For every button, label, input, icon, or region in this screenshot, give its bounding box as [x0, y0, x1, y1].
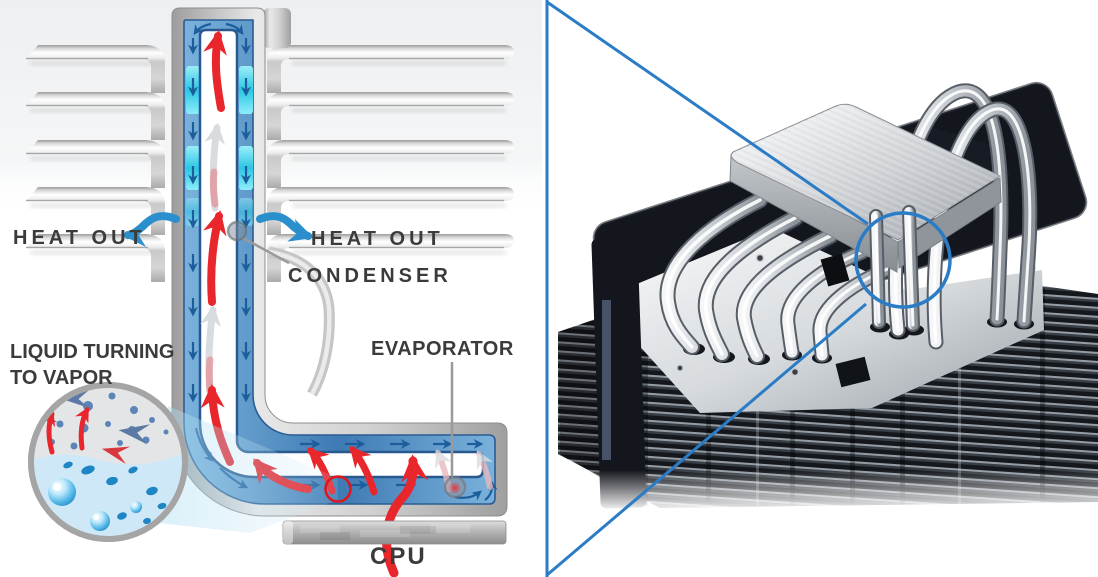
fin-stack-seams	[706, 288, 1045, 505]
heat-out-arrows	[122, 212, 314, 247]
condenser-pointer-line	[242, 236, 290, 265]
condenser-marker-dot	[226, 220, 248, 242]
condenser-label: CONDENSER	[288, 265, 452, 287]
cpu-label: CPU	[370, 543, 427, 570]
heat-out-right-label: HEAT OUT	[311, 228, 444, 250]
cooler-photo	[556, 81, 1098, 512]
heatsink-fins	[26, 45, 514, 397]
magnifier-beam	[150, 406, 338, 533]
cooler-top-block	[729, 103, 1002, 273]
fan-corner-post	[591, 237, 647, 509]
callout-top-line	[546, 0, 869, 226]
cpu-bar	[282, 520, 507, 545]
heat-out-arrow-right	[256, 212, 314, 242]
callout-detail-circle	[854, 211, 952, 309]
photo-bottom-fade	[556, 470, 1098, 512]
mounting-clips	[820, 253, 871, 388]
heat-out-arrow-left	[122, 212, 180, 247]
evaporator-marker-dot	[443, 475, 467, 499]
liquid-turning-line2: TO VAPOR	[10, 367, 113, 389]
liquid-turning-line1: LIQUID TURNING	[10, 341, 175, 363]
pointer-lines	[242, 236, 454, 479]
highlight-circle-red	[324, 475, 352, 503]
magnifier-red-arrows	[41, 406, 90, 455]
pipe-top-shoulder	[263, 8, 291, 48]
heat-out-left-label: HEAT OUT	[13, 227, 146, 249]
liquid-turning-label: LIQUID TURNING TO VAPOR	[10, 339, 174, 391]
evaporator-label: EVAPORATOR	[371, 338, 514, 360]
callout-bottom-line	[546, 302, 867, 577]
zoom-callout	[545, 0, 952, 577]
